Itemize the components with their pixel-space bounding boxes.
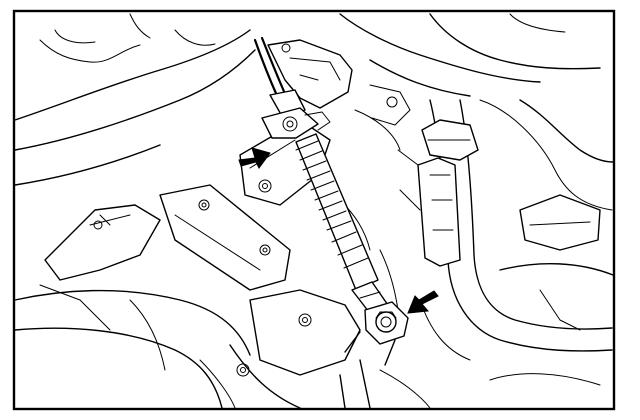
cable-dust-boot	[295, 133, 379, 291]
callout-arrows	[238, 147, 439, 314]
cable-bracket-clip	[261, 107, 319, 139]
filled-arrow-icon	[238, 147, 271, 169]
lever-nut	[364, 301, 409, 345]
background-engine-components	[14, 13, 614, 409]
filled-arrow-icon	[407, 290, 439, 314]
shift-cable-assembly	[253, 36, 409, 366]
